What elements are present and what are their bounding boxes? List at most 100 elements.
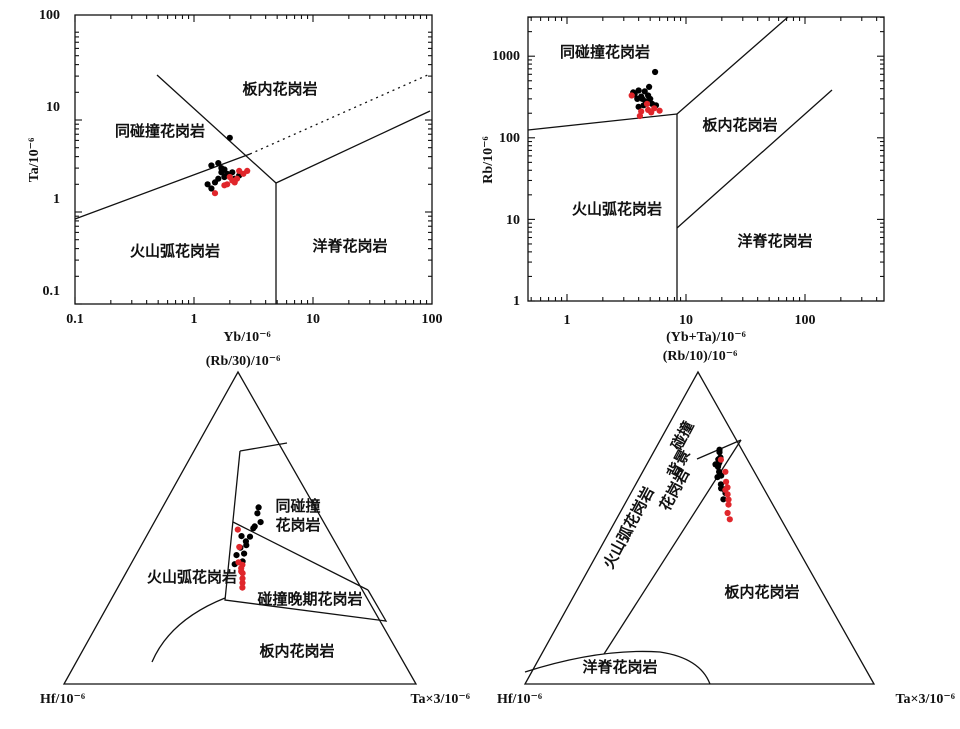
black-sample-point [254, 510, 261, 517]
chart-ternary-rb30-hf-ta3: (Rb/30)/10⁻⁶ Hf/10⁻⁶ Ta×3/10⁻⁶ 同碰撞 花岗岩 火… [40, 354, 470, 707]
field-boundaries-ternary-2 [524, 439, 742, 685]
y-tick-label: 1 [53, 192, 60, 207]
red-sample-point [656, 107, 663, 114]
field-label-within-plate: 板内花岗岩 [702, 116, 777, 134]
black-sample-point [243, 542, 250, 549]
y-tick-label: 100 [499, 131, 520, 146]
apex-label-right: Ta×3/10⁻⁶ [895, 692, 955, 707]
black-sample-point [246, 533, 254, 540]
field-label-collision-line1: 碰撞 [668, 418, 698, 453]
black-sample-point [204, 181, 211, 188]
black-sample-point [229, 169, 236, 176]
x-tick-label: 100 [422, 312, 443, 327]
field-label-volcanic-arc: 火山弧花岗岩 [572, 200, 662, 218]
ternary-frame [523, 370, 876, 685]
x-axis-label: Yb/10⁻⁶ [223, 330, 270, 345]
field-label-syn-collision: 同碰撞花岗岩 [115, 122, 205, 140]
black-sample-point [255, 504, 262, 511]
red-sample-point [725, 496, 732, 503]
sample-points-rb-ybta [628, 68, 663, 120]
y-tick-label: 0.1 [43, 284, 61, 299]
red-sample-point [244, 167, 251, 174]
boundary-line [676, 16, 789, 115]
field-label-collision-group: 碰撞 [668, 418, 698, 453]
field-label-within-plate: 板内花岗岩 [259, 642, 334, 660]
y-axis-label: Ta/10⁻⁶ [27, 138, 42, 183]
red-sample-point [211, 190, 219, 197]
plot-frame-ta-yb [74, 14, 433, 305]
field-label-within-plate: 板内花岗岩 [242, 80, 317, 98]
black-sample-point [226, 134, 233, 141]
boundary-line [151, 597, 226, 663]
x-tick-label: 10 [306, 312, 320, 327]
field-boundaries-ta-yb [74, 73, 431, 304]
red-sample-point [239, 570, 246, 577]
red-sample-point [236, 167, 243, 174]
boundary-line [527, 113, 678, 131]
boundary-line [232, 521, 369, 591]
field-label-syn-collision-line2: 花岗岩 [275, 516, 320, 534]
red-sample-point [636, 112, 644, 120]
field-label-syn-collision-line1: 同碰撞 [275, 497, 320, 515]
black-sample-point [208, 185, 215, 192]
field-label-volcanic-arc: 火山弧花岗岩 [147, 568, 237, 586]
y-tick-label: 100 [39, 8, 60, 23]
field-label-ocean-ridge: 洋脊花岗岩 [737, 232, 812, 250]
red-sample-point [239, 584, 246, 591]
black-sample-point [714, 474, 721, 481]
red-sample-point [724, 509, 731, 517]
black-sample-point [646, 83, 653, 90]
y-tick-label: 1 [513, 294, 520, 309]
black-sample-point [639, 95, 646, 102]
black-sample-point [221, 166, 228, 173]
x-tick-label: 0.1 [66, 312, 84, 327]
red-sample-point [226, 173, 233, 181]
x-tick-label: 1 [191, 312, 198, 327]
red-sample-point [234, 526, 241, 533]
field-label-ocean-ridge: 洋脊花岗岩 [312, 237, 387, 255]
y-tick-label: 1000 [492, 49, 520, 64]
y-tick-label: 10 [46, 100, 60, 115]
black-sample-point [211, 179, 219, 186]
apex-label-left: Hf/10⁻⁶ [497, 692, 542, 707]
boundary-line [224, 450, 388, 622]
apex-label-top: (Rb/10)/10⁻⁶ [663, 349, 738, 364]
field-label-syn-collision: 同碰撞花岗岩 [560, 43, 650, 61]
field-label-ocean-ridge: 洋脊花岗岩 [582, 658, 657, 676]
black-sample-point [221, 173, 228, 181]
axis-ticks-rb-ybta [528, 16, 884, 302]
sample-points-ternary-1 [231, 504, 264, 591]
black-sample-point [716, 449, 723, 456]
chart-rb-ybta: 1000 100 10 1 1 10 100 (Yb+Ta)/10⁻⁶ Rb/1… [481, 16, 885, 345]
red-sample-point [239, 579, 246, 587]
black-sample-point [712, 461, 719, 468]
boundary-line [524, 650, 711, 685]
sample-points-ternary-2 [712, 446, 733, 523]
black-sample-point [635, 87, 642, 94]
red-sample-point [722, 468, 729, 475]
field-boundaries-ternary-1 [151, 442, 388, 663]
x-axis-label: (Yb+Ta)/10⁻⁶ [666, 330, 746, 345]
black-sample-point [257, 519, 264, 526]
ternary-frame [62, 370, 418, 685]
red-sample-point [717, 456, 725, 463]
black-sample-point [635, 103, 642, 110]
black-sample-point [208, 162, 215, 169]
black-sample-point [250, 525, 257, 532]
red-sample-point [231, 179, 238, 186]
red-sample-point [643, 100, 651, 107]
black-sample-point [233, 552, 240, 559]
chart-ta-yb: 100 10 1 0.1 0.1 1 10 100 Yb/10⁻⁶ Ta/10⁻… [27, 8, 443, 345]
field-label-late-collision: 碰撞晚期花岗岩 [257, 590, 362, 608]
boundary-line [275, 110, 431, 184]
red-sample-point [724, 491, 731, 498]
red-sample-point [645, 106, 652, 113]
boundary-line [156, 74, 277, 184]
red-sample-point [239, 575, 246, 582]
apex-label-right: Ta×3/10⁻⁶ [410, 692, 470, 707]
field-label-collision-line3: 花岗岩 [656, 466, 693, 514]
red-sample-point [724, 484, 731, 491]
red-sample-point [725, 501, 732, 508]
chart-ternary-rb10-hf-ta3: (Rb/10)/10⁻⁶ Hf/10⁻⁶ Ta×3/10⁻⁶ 碰撞 背景 花岗岩… [497, 349, 955, 707]
